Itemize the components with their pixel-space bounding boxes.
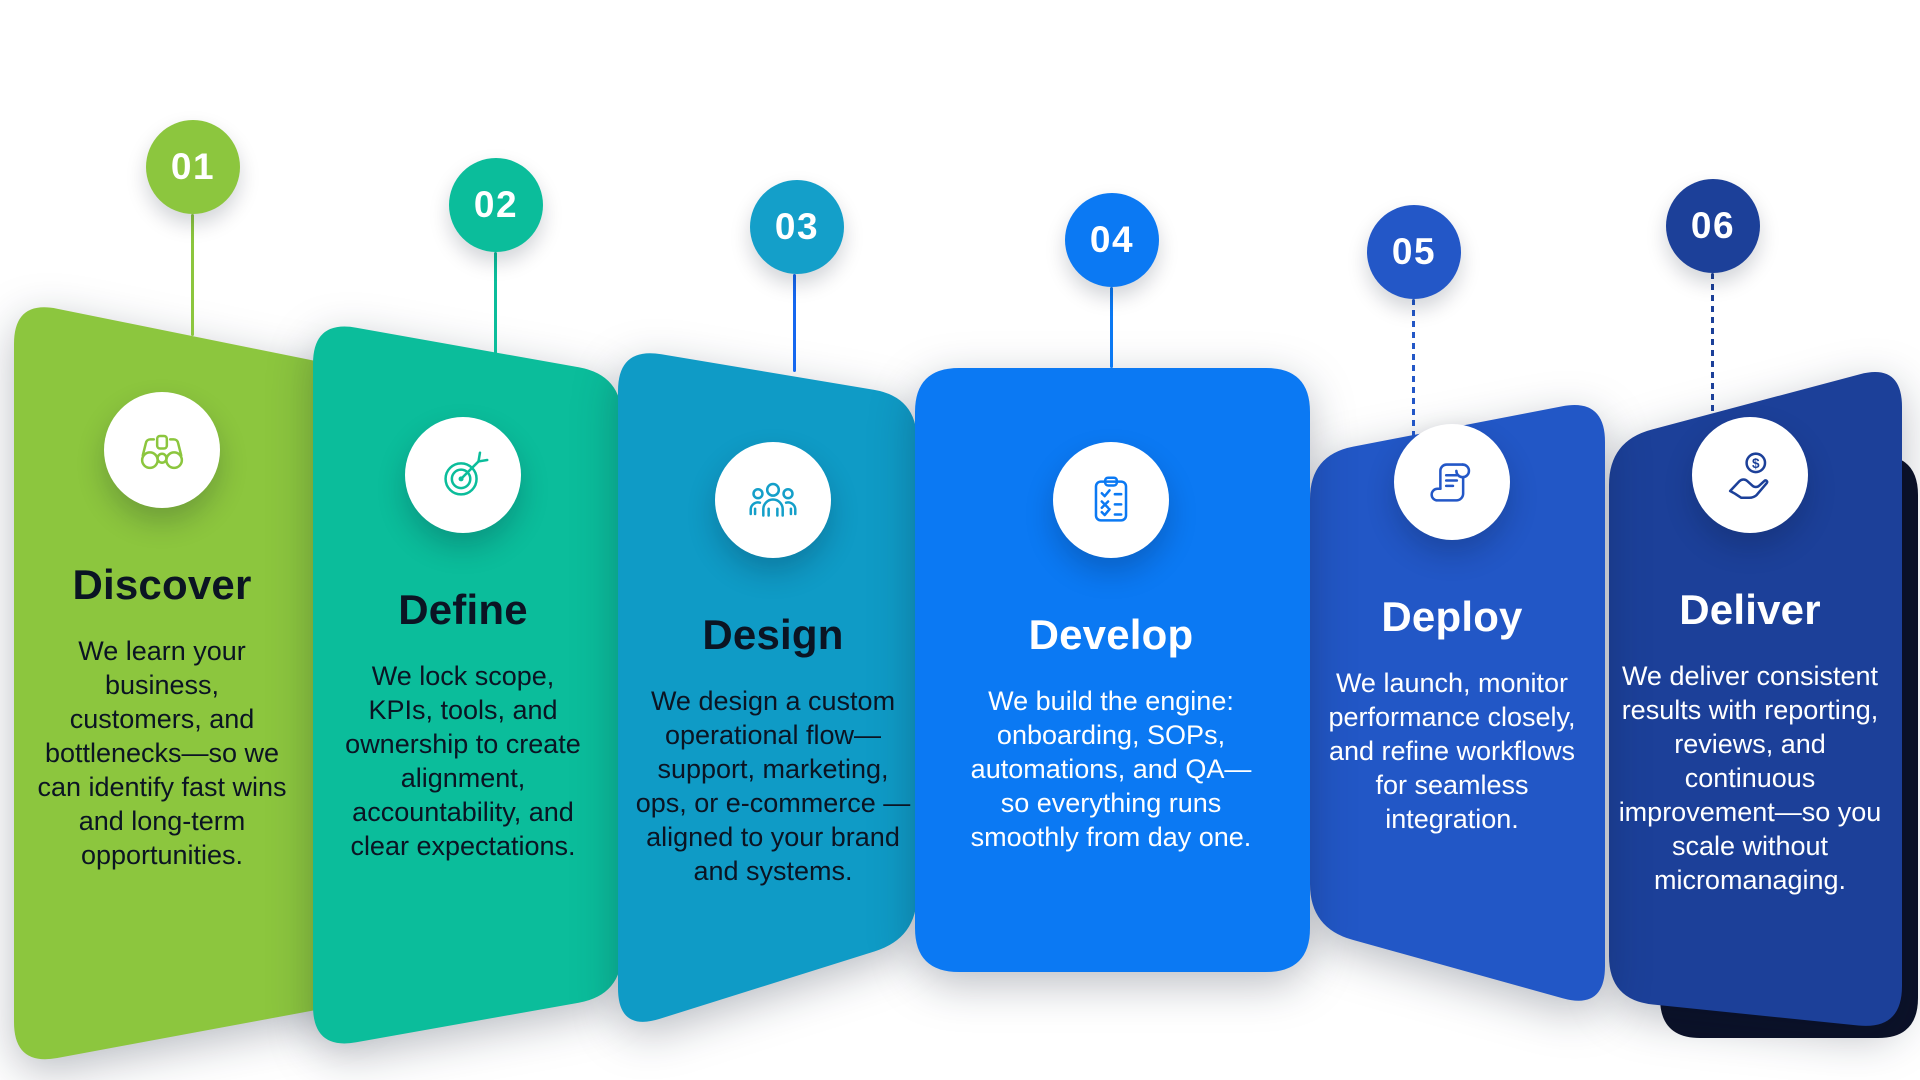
step-number-badge-2: 02: [449, 158, 543, 252]
step-number: 03: [774, 206, 820, 247]
target-arrow-icon: [432, 444, 494, 506]
step-define: Define We lock scope, KPIs, tools, and o…: [313, 417, 613, 863]
step-deliver: $ Deliver We deliver consistent results …: [1600, 417, 1900, 897]
step-number-badge-1: 01: [146, 120, 240, 214]
card-discover: [14, 307, 370, 1060]
connector-line-6: [1711, 273, 1714, 412]
clipboard-checklist-icon: [1080, 469, 1142, 531]
icon-circle: [1053, 442, 1169, 558]
step-title: Develop: [1028, 611, 1194, 658]
step-title: Design: [702, 611, 844, 658]
scroll-document-icon: [1421, 451, 1483, 513]
step-title: Define: [398, 586, 528, 633]
step-develop: Develop We build the engine: onboarding,…: [961, 442, 1261, 854]
step-title: Discover: [72, 561, 252, 608]
connector-line-5: [1412, 299, 1415, 438]
connector-line-1: [191, 214, 194, 336]
card-define: [313, 326, 622, 1044]
step-design: Design We design a custom operational fl…: [623, 442, 923, 888]
step-description: We launch, monitor performance closely, …: [1328, 668, 1576, 835]
step-title: Deploy: [1381, 593, 1523, 640]
step-number-badge-6: 06: [1666, 179, 1760, 273]
card-deliver: [1609, 372, 1902, 1026]
icon-circle: [715, 442, 831, 558]
step-number: 04: [1089, 219, 1135, 260]
step-title: Deliver: [1679, 586, 1821, 633]
step-deploy: Deploy We launch, monitor performance cl…: [1302, 424, 1602, 836]
card-develop: [915, 368, 1310, 972]
icon-circle: [405, 417, 521, 533]
step-description: We lock scope, KPIs, tools, and ownershi…: [345, 661, 581, 862]
step-number: 05: [1391, 231, 1437, 272]
icon-circle: $: [1692, 417, 1808, 533]
hand-coin-icon: $: [1719, 444, 1781, 506]
step-description: We design a custom operational flow—supp…: [635, 686, 911, 887]
card-deploy: [1310, 405, 1605, 1001]
step-number-badge-4: 04: [1065, 193, 1159, 287]
step-number: 06: [1690, 205, 1736, 246]
step-description: We build the engine: onboarding, SOPs, a…: [970, 686, 1252, 853]
connector-line-2: [494, 252, 497, 356]
connector-line-4: [1110, 287, 1113, 368]
binoculars-icon: [131, 419, 193, 481]
svg-text:$: $: [1752, 456, 1760, 471]
step-number: 01: [170, 146, 216, 187]
icon-circle: [1394, 424, 1510, 540]
card-design: [618, 353, 917, 1022]
step-discover: Discover We learn your business, custome…: [12, 392, 312, 872]
icon-circle: [104, 392, 220, 508]
step-number-badge-5: 05: [1367, 205, 1461, 299]
step-description: We learn your business, customers, and b…: [37, 636, 287, 871]
step-number: 02: [473, 184, 519, 225]
team-people-icon: [742, 469, 804, 531]
connector-line-3: [793, 274, 796, 372]
step-description: We deliver consistent results with repor…: [1618, 661, 1882, 896]
step-number-badge-3: 03: [750, 180, 844, 274]
